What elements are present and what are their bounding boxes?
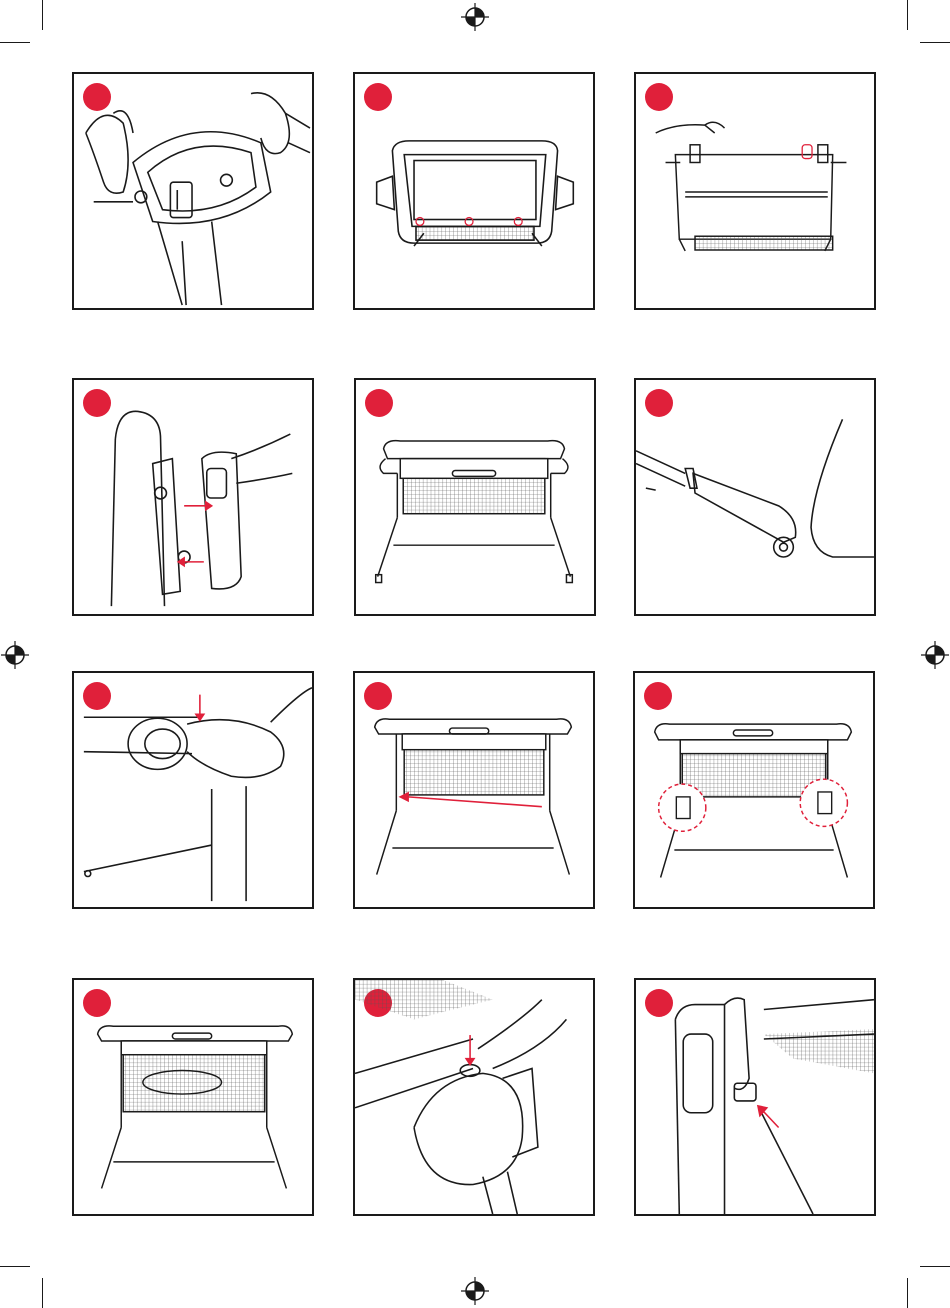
crop-mark bbox=[920, 42, 950, 43]
step-panel-12 bbox=[634, 978, 876, 1216]
step-panel-4 bbox=[72, 378, 314, 616]
crop-mark bbox=[0, 42, 30, 43]
step-panel-10 bbox=[72, 978, 314, 1216]
slide-tube-illustration bbox=[355, 673, 593, 907]
frame-clip-illustration bbox=[636, 74, 874, 308]
step-panel-5 bbox=[354, 378, 596, 616]
crop-mark bbox=[907, 1278, 908, 1308]
leg-clips-detail-illustration bbox=[635, 673, 873, 907]
side-bracket-illustration bbox=[74, 380, 312, 614]
crop-mark bbox=[0, 1266, 30, 1267]
step-panel-7 bbox=[72, 671, 314, 909]
crop-mark bbox=[920, 1266, 950, 1267]
step-panel-3 bbox=[634, 72, 876, 310]
press-release-up-illustration bbox=[636, 980, 874, 1214]
crib-mesh-illustration bbox=[74, 980, 312, 1214]
step-panel-1 bbox=[72, 72, 314, 310]
assembled-crib-illustration bbox=[356, 380, 594, 614]
registration-mark-left bbox=[0, 640, 30, 670]
press-bracket-button-illustration bbox=[355, 980, 593, 1214]
leg-wheel-illustration bbox=[636, 380, 874, 614]
registration-mark-right bbox=[920, 640, 950, 670]
step-panel-6 bbox=[634, 378, 876, 616]
step-panel-2 bbox=[353, 72, 595, 310]
crop-mark bbox=[42, 0, 43, 30]
crop-mark bbox=[42, 1278, 43, 1308]
crop-mark bbox=[907, 0, 908, 30]
registration-mark-bottom bbox=[460, 1276, 490, 1306]
registration-mark-top bbox=[460, 2, 490, 32]
step-panel-11 bbox=[353, 978, 595, 1216]
push-leg-joint-illustration bbox=[74, 673, 312, 907]
step-panel-9 bbox=[633, 671, 875, 909]
step-panel-8 bbox=[353, 671, 595, 909]
hinge-release-illustration bbox=[74, 74, 312, 308]
crib-top-view-illustration bbox=[355, 74, 593, 308]
